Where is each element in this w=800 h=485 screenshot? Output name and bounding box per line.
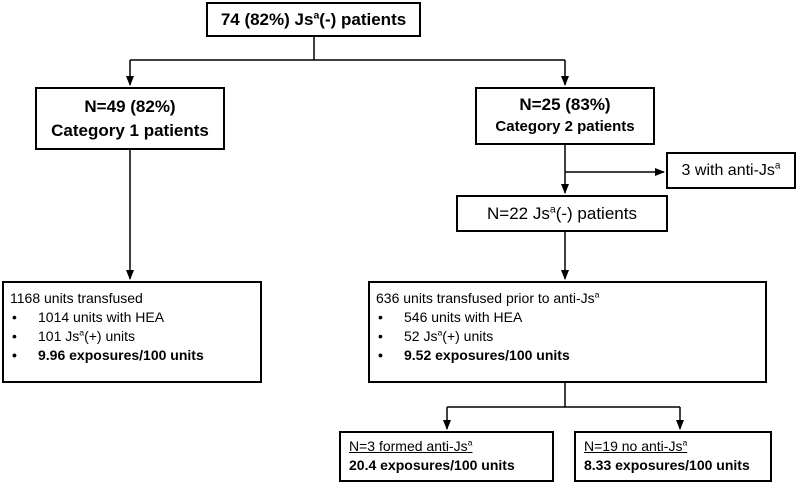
category-1-label: Category 1 patients — [51, 120, 209, 140]
box2-pos-sup: a — [437, 327, 443, 338]
root-node: 74 (82%) Jsa(-) patients — [206, 2, 421, 37]
box1-exposures-item: • 9.96 exposures/100 units — [10, 346, 254, 365]
box2-exposures-item: • 9.52 exposures/100 units — [376, 346, 759, 365]
box2-exposures: 9.52 exposures/100 units — [404, 347, 570, 363]
box2-pos-item: • 52 Jsa(+) units — [376, 327, 759, 346]
bullet-icon: • — [12, 309, 17, 325]
none-label-line: N=19 no anti-Jsa — [584, 437, 762, 456]
formed-sup: a — [467, 437, 473, 448]
side-text: 3 with anti-Js — [681, 161, 775, 179]
box2-hea: 546 units with HEA — [404, 309, 523, 325]
formed-anti-js-node: N=3 formed anti-Jsa 20.4 exposures/100 u… — [339, 431, 554, 482]
side-sup: a — [774, 160, 781, 172]
box1-pos-sup: a — [79, 327, 85, 338]
formed-exposures: 20.4 exposures/100 units — [349, 457, 515, 473]
root-sup: a — [313, 8, 320, 21]
box1-title: 1168 units transfused — [10, 290, 143, 306]
formed-label-line: N=3 formed anti-Jsa — [349, 437, 544, 456]
box2-title-sup: a — [594, 289, 600, 300]
category-2-label: Category 2 patients — [495, 118, 635, 135]
category-2-node: N=25 (83%) Category 2 patients — [475, 87, 655, 145]
category-2-n: N=25 (83%) — [519, 95, 611, 114]
bullet-icon: • — [378, 328, 383, 344]
bullet-icon: • — [12, 328, 17, 344]
box1-pos-item: • 101 Jsa(+) units — [10, 327, 254, 346]
neg-text: N=22 Js — [487, 203, 550, 223]
neg-sup: a — [549, 202, 556, 215]
box1-pos-post: (+) units — [84, 328, 136, 344]
box1-hea-item: • 1014 units with HEA — [10, 308, 254, 327]
neg-rest: (-) patients — [555, 203, 637, 223]
category-1-units-box: 1168 units transfused • 1014 units with … — [2, 281, 262, 383]
bullet-icon: • — [378, 347, 383, 363]
root-count: 74 (82%) Js — [220, 9, 314, 29]
none-exposures: 8.33 exposures/100 units — [584, 457, 750, 473]
box1-hea: 1014 units with HEA — [38, 309, 165, 325]
anti-js-side-node: 3 with anti-Jsa — [666, 152, 796, 189]
box2-pos-post: (+) units — [442, 328, 494, 344]
bullet-icon: • — [378, 309, 383, 325]
box2-hea-item: • 546 units with HEA — [376, 308, 759, 327]
category-2-negative-node: N=22 Jsa(-) patients — [456, 195, 668, 232]
category-1-n: N=49 (82%) — [84, 96, 176, 116]
bullet-icon: • — [12, 347, 17, 363]
category-1-node: N=49 (82%) Category 1 patients — [35, 87, 225, 150]
none-sup: a — [682, 437, 688, 448]
category-2-units-box: 636 units transfused prior to anti-Jsa •… — [368, 281, 767, 383]
box2-pos-pre: 52 Js — [404, 328, 438, 344]
box2-title: 636 units transfused prior to anti-Js — [376, 290, 595, 306]
no-anti-js-node: N=19 no anti-Jsa 8.33 exposures/100 unit… — [574, 431, 772, 482]
root-rest: (-) patients — [319, 9, 407, 29]
box2-title-line: 636 units transfused prior to anti-Jsa — [376, 289, 759, 308]
box1-exposures: 9.96 exposures/100 units — [38, 347, 204, 363]
box1-pos-pre: 101 Js — [38, 328, 80, 344]
formed-label: N=3 formed anti-Js — [349, 438, 468, 454]
none-label: N=19 no anti-Js — [584, 438, 683, 454]
